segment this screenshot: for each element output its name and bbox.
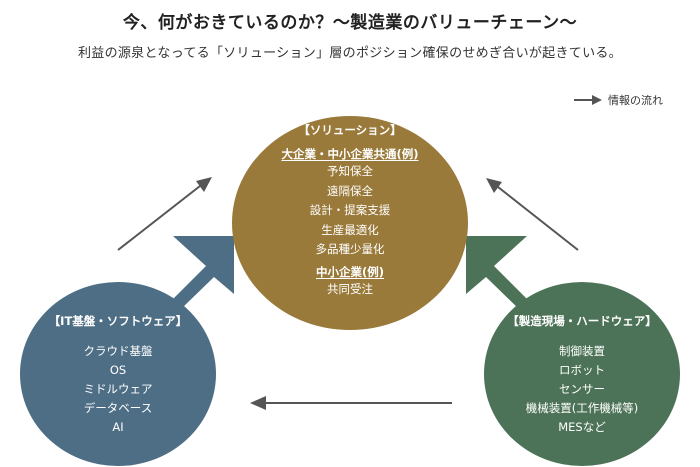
solution-group2-heading: 中小企業(例) — [315, 264, 384, 279]
solution-item: 遠隔保全 — [327, 183, 373, 198]
it-item: OS — [109, 363, 127, 377]
info-arrow-mfg-to-solution — [486, 178, 579, 251]
diagram-subtitle: 利益の源泉となってる「ソリューション」層のポジション確保のせめぎ合いが起きている… — [77, 46, 622, 61]
solution-heading: 【ソリューション】 — [298, 123, 402, 137]
mfg-item: センサー — [558, 382, 605, 396]
mfg-item: 機械装置(工作機械等) — [525, 401, 639, 415]
mfg-item: MESなど — [558, 420, 606, 434]
solution-item: 設計・提案支援 — [309, 203, 391, 217]
mfg-heading: 【製造現場・ハードウェア】 — [507, 314, 657, 328]
legend-label: 情報の流れ — [608, 94, 663, 107]
mfg-circle: 【製造現場・ハードウェア】 制御装置 ロボット センサー 機械装置(工作機械等)… — [484, 282, 680, 466]
it-list: クラウド基盤 OS ミドルウェア データベース AI — [84, 342, 153, 437]
solution-item: 共同受注 — [327, 281, 373, 296]
mfg-list: 制御装置 ロボット センサー 機械装置(工作機械等) MESなど — [526, 342, 638, 437]
solution-item: 予知保全 — [327, 164, 373, 178]
block-arrow-it-to-solution — [172, 236, 234, 310]
diagram-title: 今、何がおきているのか？～製造業のバリューチェーン～ — [122, 13, 578, 33]
legend: 情報の流れ — [574, 92, 663, 108]
solution-item: 生産最適化 — [321, 222, 379, 237]
it-item: データベース — [83, 401, 153, 415]
it-heading: 【IT基盤・ソフトウェア】 — [48, 314, 188, 328]
it-circle: 【IT基盤・ソフトウェア】 クラウド基盤 OS ミドルウェア データベース AI — [20, 282, 216, 466]
legend-arrow-icon — [574, 95, 602, 105]
info-arrow-mfg-to-it — [250, 396, 452, 410]
mfg-item: 制御装置 — [558, 344, 605, 358]
it-item: AI — [112, 420, 124, 434]
info-arrow-it-to-solution — [117, 177, 212, 251]
it-item: ミドルウェア — [83, 382, 153, 396]
block-arrow-mfg-to-solution — [466, 236, 528, 310]
solution-item: 多品種少量化 — [315, 242, 385, 256]
mfg-item: ロボット — [558, 363, 605, 377]
it-item: クラウド基盤 — [83, 344, 153, 358]
solution-circle: 【ソリューション】 大企業・中小企業共通(例) 予知保全 遠隔保全 設計・提案支… — [232, 116, 468, 330]
solution-group1-heading: 大企業・中小企業共通(例) — [281, 147, 419, 161]
